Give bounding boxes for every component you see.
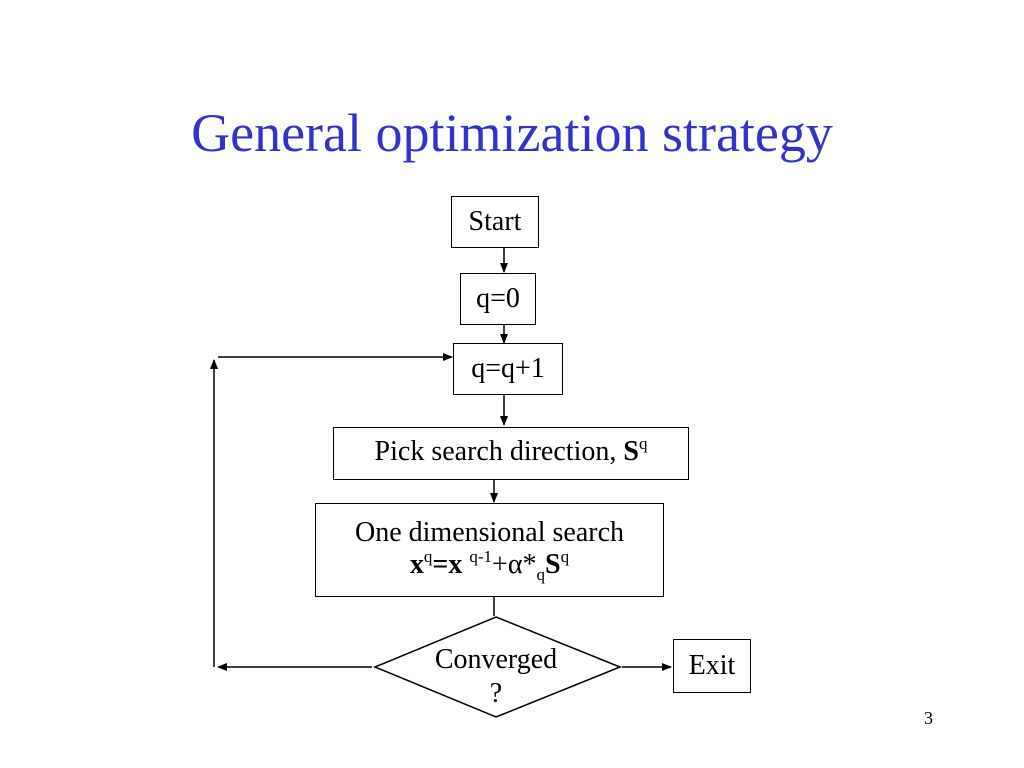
- formula-lhs-sup: q: [423, 546, 433, 566]
- increment-label: q=q+1: [471, 353, 545, 384]
- search-title: One dimensional search: [354, 516, 625, 548]
- decision-diamond: [373, 616, 623, 718]
- exit-label: Exit: [688, 650, 736, 681]
- exit-box: Exit: [673, 639, 751, 693]
- formula-equals-x: =x: [432, 548, 463, 580]
- init-box: q=0: [460, 273, 536, 325]
- formula-s-sup: q: [560, 546, 570, 566]
- slide-title: General optimization strategy: [191, 103, 833, 163]
- pick-direction-superscript: q: [638, 434, 648, 453]
- formula-lhs: x: [409, 548, 424, 580]
- pick-direction-text: Pick search direction,: [374, 436, 617, 467]
- search-formula: xq=x q-1+α*qSq: [409, 546, 570, 584]
- formula-plus-alpha: +α*: [492, 548, 537, 580]
- decision-label: Converged ?: [394, 643, 598, 711]
- formula-alpha-sub: q: [536, 564, 546, 584]
- pick-direction-label: Pick search direction, Sq: [374, 434, 648, 471]
- decision-line1: Converged: [434, 644, 558, 675]
- start-box: Start: [451, 196, 539, 248]
- pick-direction-symbol: S: [623, 436, 639, 467]
- start-label: Start: [468, 206, 522, 237]
- pick-direction-box: Pick search direction, Sq: [333, 427, 689, 480]
- page-number: 3: [924, 708, 933, 728]
- decision-line2: ?: [489, 678, 503, 709]
- formula-x-sup: q-1: [469, 546, 493, 566]
- init-label: q=0: [476, 283, 520, 314]
- increment-box: q=q+1: [453, 343, 563, 395]
- search-box: One dimensional search xq=x q-1+α*qSq: [315, 503, 664, 597]
- formula-s: S: [545, 548, 561, 580]
